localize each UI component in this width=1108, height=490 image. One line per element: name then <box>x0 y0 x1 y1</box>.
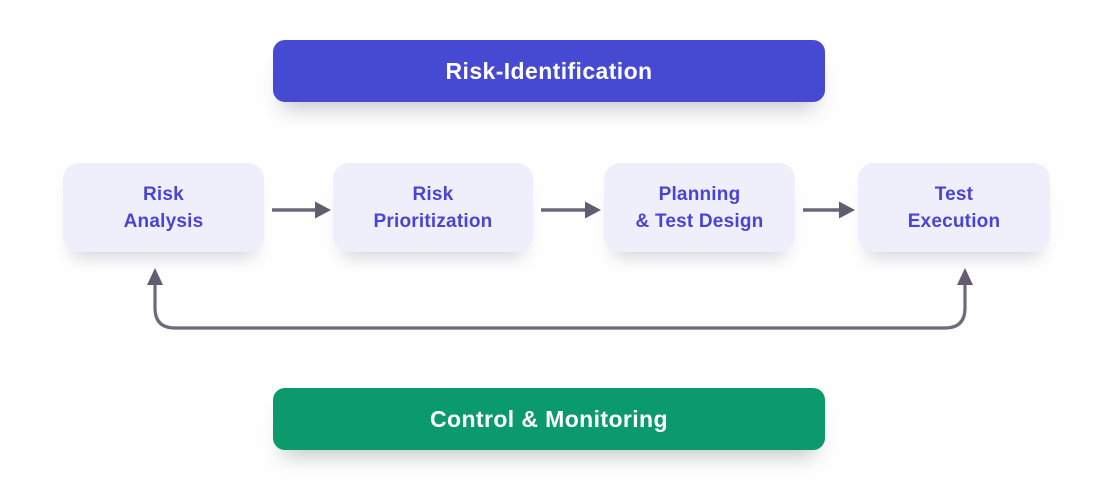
step-risk-analysis: Risk Analysis <box>63 163 264 252</box>
risk-identification-banner: Risk-Identification <box>273 40 825 102</box>
step-planning-test-design-label: Planning & Test Design <box>635 183 764 232</box>
risk-identification-label: Risk-Identification <box>445 57 653 84</box>
arrow-right-1-icon <box>272 201 331 219</box>
step-risk-prioritization-label: Risk Prioritization <box>373 183 493 232</box>
step-test-execution: Test Execution <box>858 163 1050 252</box>
control-monitoring-banner: Control & Monitoring <box>273 388 825 450</box>
step-risk-prioritization: Risk Prioritization <box>333 163 533 252</box>
arrow-right-2-icon <box>541 201 601 219</box>
step-risk-analysis-label: Risk Analysis <box>123 183 204 232</box>
control-monitoring-label: Control & Monitoring <box>430 405 668 432</box>
feedback-loop-arrow-icon <box>147 268 973 330</box>
step-planning-test-design: Planning & Test Design <box>604 163 795 252</box>
arrow-right-3-icon <box>803 201 855 219</box>
step-test-execution-label: Test Execution <box>907 183 1001 232</box>
